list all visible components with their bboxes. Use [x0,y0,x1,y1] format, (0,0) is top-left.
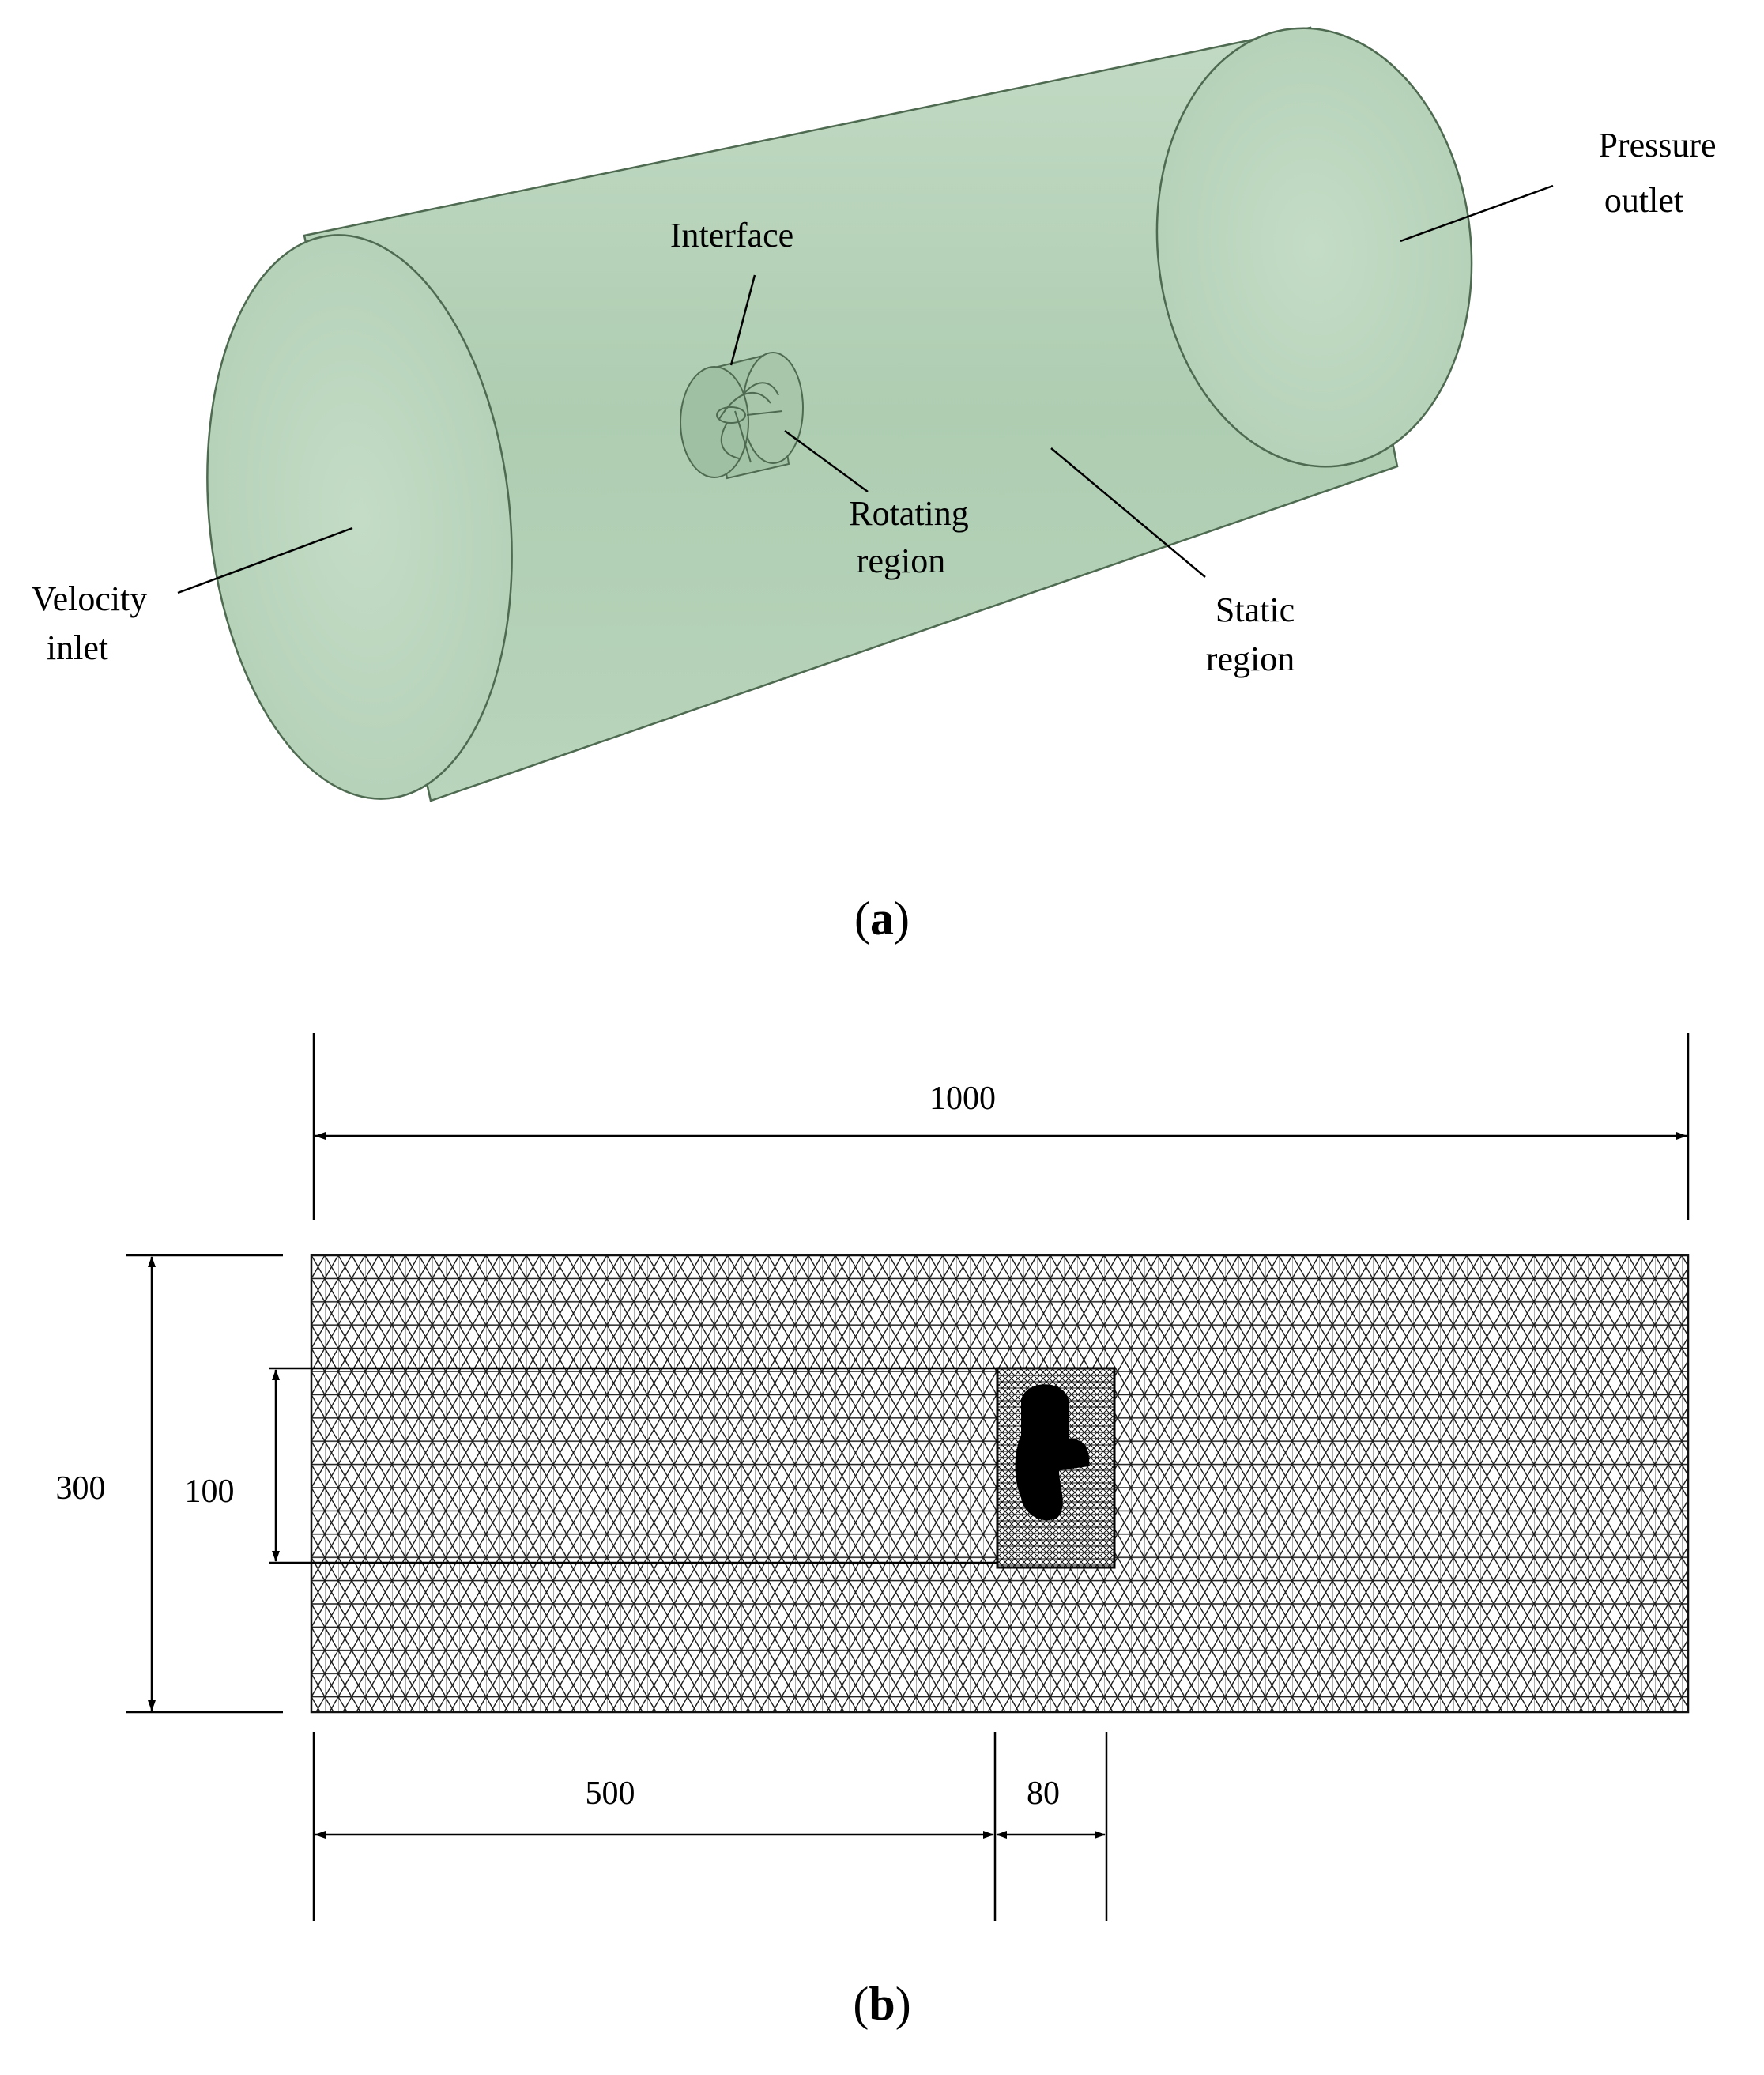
turbine-silhouette [1015,1384,1090,1521]
label-pressure-outlet-line2: outlet [1604,181,1683,220]
dim-label-80: 80 [1027,1775,1060,1812]
panel-b-mesh [310,1254,1690,1714]
caption-b-close: ) [895,1978,911,2030]
dim-label-500: 500 [586,1775,635,1812]
caption-b-open: ( [853,1978,869,2030]
panel-a-leaders [177,184,1554,594]
label-pressure-outlet-line1: Pressure [1598,126,1716,164]
caption-a-close: ) [894,892,910,945]
dim-label-300: 300 [56,1470,106,1507]
caption-a-letter: a [870,892,894,945]
leader-interface [729,274,756,366]
dim-label-100: 100 [185,1473,235,1510]
leader-static-region [1050,447,1206,578]
leader-rotating-region [784,429,869,493]
rotating-region-cylinder [680,352,804,480]
mesh-border [310,1254,1690,1714]
outlet-cap [1155,27,1473,468]
caption-a-open: ( [854,892,870,945]
label-interface: Interface [670,216,793,255]
label-static-line2: region [1206,639,1295,678]
caption-b-letter: b [869,1978,895,2030]
label-rotating-line1: Rotating [849,494,969,533]
label-static-line1: Static [1216,590,1295,629]
turbine-icon [716,382,783,463]
leader-pressure-outlet [1400,184,1554,243]
panel-a-labels: Pressure outlet Interface Rotating regio… [32,126,1717,678]
dim-label-1000: 1000 [929,1081,996,1117]
caption-b: (b) [853,1978,910,2030]
label-velocity-line1: Velocity [32,579,148,618]
panel-b-dimensions: 1000 300 100 500 80 [56,1033,1690,1921]
leader-velocity-inlet [177,526,353,594]
caption-a: (a) [854,892,910,945]
panel-a-cylinder-domain [206,26,1473,802]
label-rotating-line2: region [857,541,945,580]
label-velocity-line2: inlet [47,628,108,667]
rotating-mesh-block [996,1367,1116,1569]
inlet-cap [206,234,513,800]
